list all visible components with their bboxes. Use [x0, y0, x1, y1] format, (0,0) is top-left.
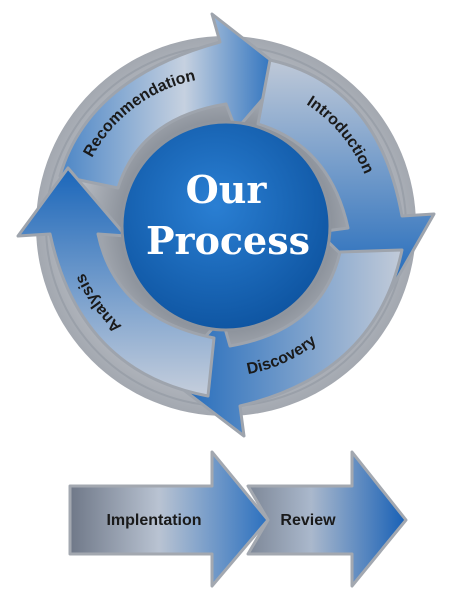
- arrow-analysis: [16, 166, 216, 398]
- linear-label-implentation: Implentation: [106, 512, 201, 529]
- arrow-discovery: [166, 248, 404, 438]
- center-circle: [120, 120, 332, 332]
- linear-arrow-review: [246, 450, 408, 588]
- linear-label-review: Review: [280, 512, 336, 529]
- arrow-recommendation: [58, 12, 288, 190]
- linear-arrow-implentation: [68, 450, 270, 588]
- center-title-line2: Process: [146, 218, 310, 263]
- arrow-introduction: [256, 58, 436, 300]
- center-title-line1: Our: [186, 167, 268, 212]
